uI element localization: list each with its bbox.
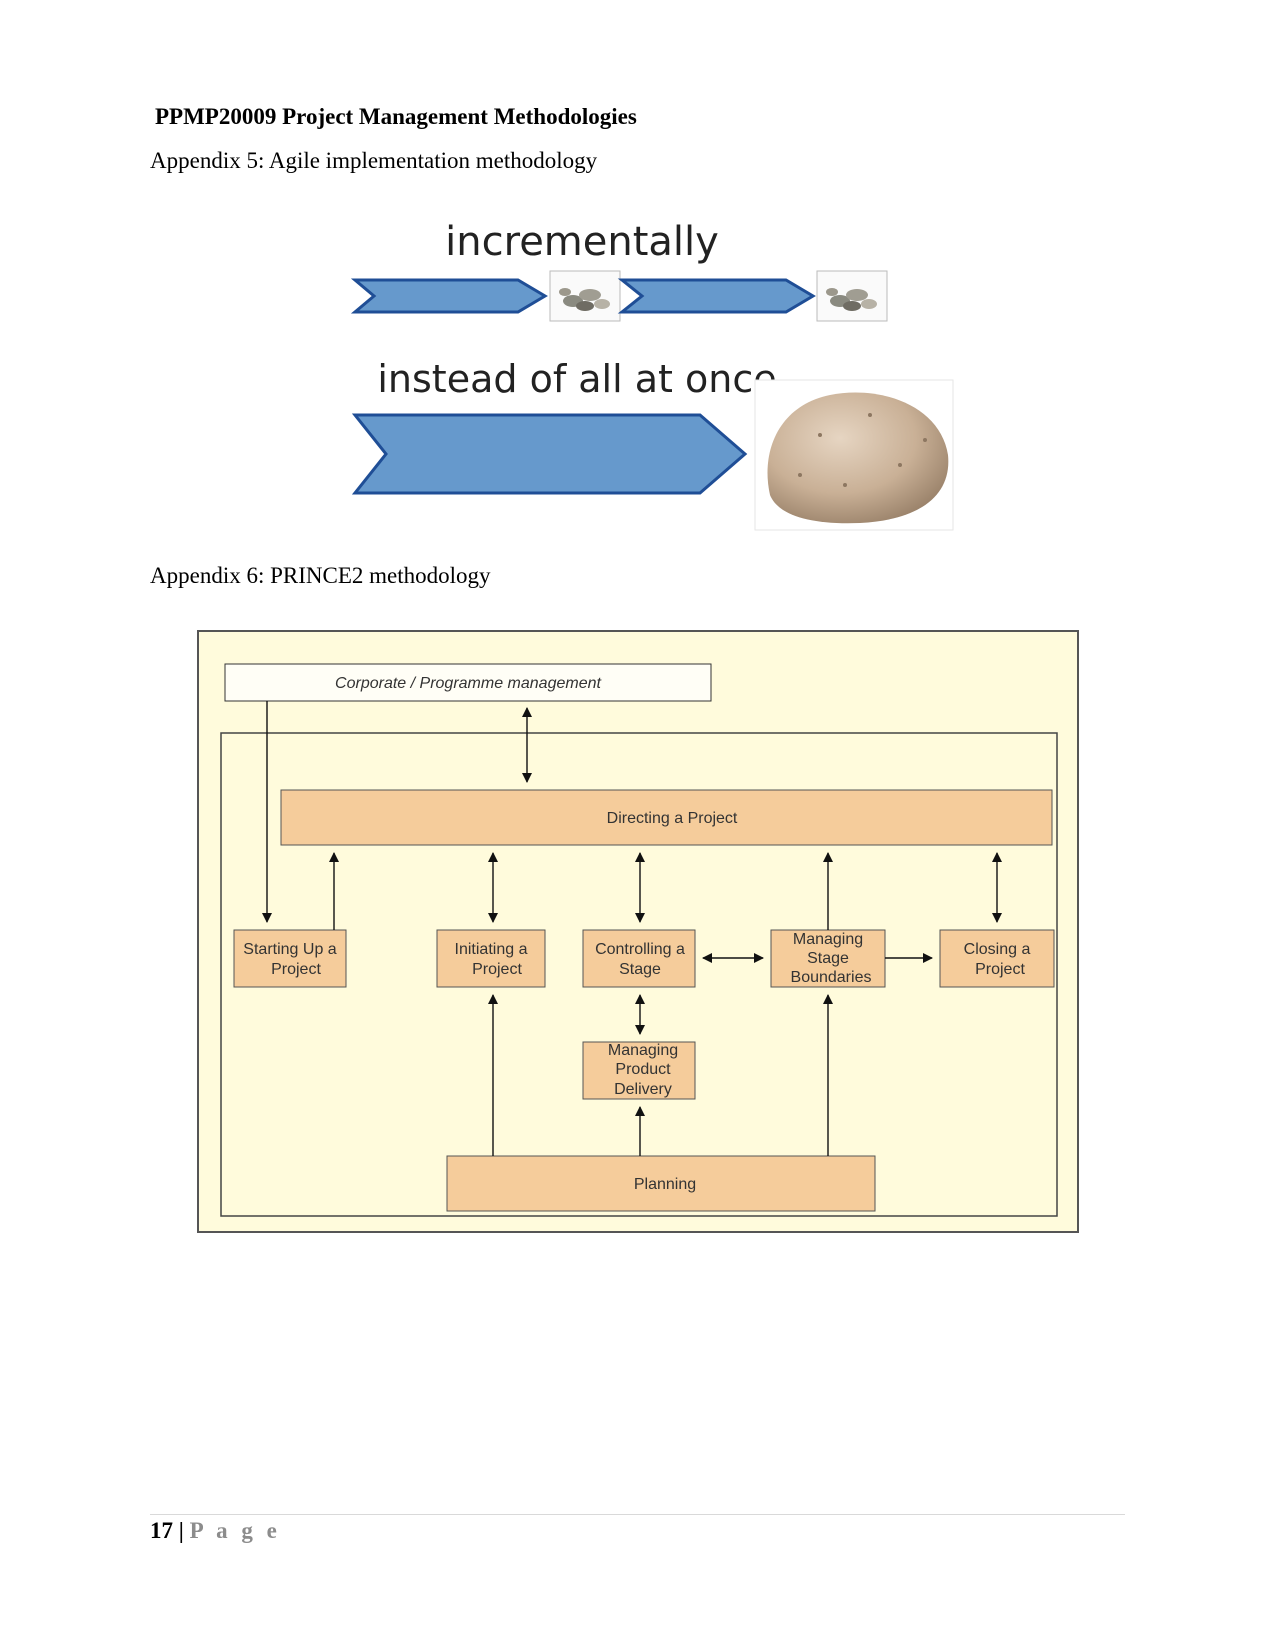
closing-box: Closing a Project [939, 929, 1055, 988]
corporate-management-box: Corporate / Programme management [224, 663, 712, 702]
svg-text:Project: Project [472, 961, 522, 978]
svg-text:Boundaries: Boundaries [791, 969, 872, 986]
svg-text:Project: Project [975, 961, 1025, 978]
svg-text:Managing: Managing [608, 1042, 678, 1059]
large-chevron [351, 413, 748, 495]
svg-text:Product: Product [615, 1061, 671, 1078]
footer-divider [150, 1514, 1125, 1515]
directing-a-project-box: Directing a Project [280, 789, 1053, 846]
incrementally-label: incrementally [445, 219, 719, 265]
managing-stage-boundaries-box: Managing Stage Boundaries [770, 929, 886, 988]
small-chevron-2 [617, 278, 816, 314]
svg-text:Starting Up a: Starting Up a [243, 941, 336, 958]
page-word: P a g e [189, 1518, 281, 1543]
page-title: PPMP20009 Project Management Methodologi… [155, 104, 637, 129]
boulder-image [754, 379, 954, 531]
prince2-diagram: Corporate / Programme management Directi… [197, 630, 1079, 1233]
appendix-6-caption: Appendix 6: PRINCE2 methodology [150, 563, 491, 588]
svg-text:Initiating a: Initiating a [455, 941, 528, 958]
page-footer: 17 | P a g e [150, 1518, 281, 1544]
appendix-5-caption: Appendix 5: Agile implementation methodo… [150, 148, 598, 173]
project-boundary [220, 732, 1058, 1217]
initiating-box: Initiating a Project [436, 929, 546, 988]
page-number: 17 [150, 1518, 173, 1543]
svg-text:Stage: Stage [807, 950, 849, 967]
small-chevron-1 [350, 278, 548, 314]
starting-up-box: Starting Up a Project [233, 929, 347, 988]
svg-text:Closing a: Closing a [964, 941, 1031, 958]
svg-text:Directing a Project: Directing a Project [607, 810, 738, 827]
agile-figure: incrementally instead of all at once [350, 219, 954, 531]
svg-text:Stage: Stage [619, 961, 661, 978]
all-at-once-label: instead of all at once [377, 357, 776, 401]
controlling-stage-box: Controlling a Stage [582, 929, 696, 988]
svg-text:Project: Project [271, 961, 321, 978]
pebbles-image-1 [549, 270, 621, 322]
svg-text:Corporate / Programme manageme: Corporate / Programme management [335, 675, 601, 692]
diagram-arrows [262, 701, 1002, 1156]
managing-product-delivery-box: Managing Product Delivery [582, 1041, 696, 1100]
pebbles-image-2 [816, 270, 888, 322]
svg-text:Delivery: Delivery [614, 1081, 672, 1098]
footer-separator: | [173, 1518, 190, 1543]
svg-text:Controlling a: Controlling a [595, 941, 685, 958]
svg-text:Managing: Managing [793, 931, 863, 948]
planning-box: Planning [446, 1155, 876, 1212]
svg-text:Planning: Planning [634, 1176, 696, 1193]
